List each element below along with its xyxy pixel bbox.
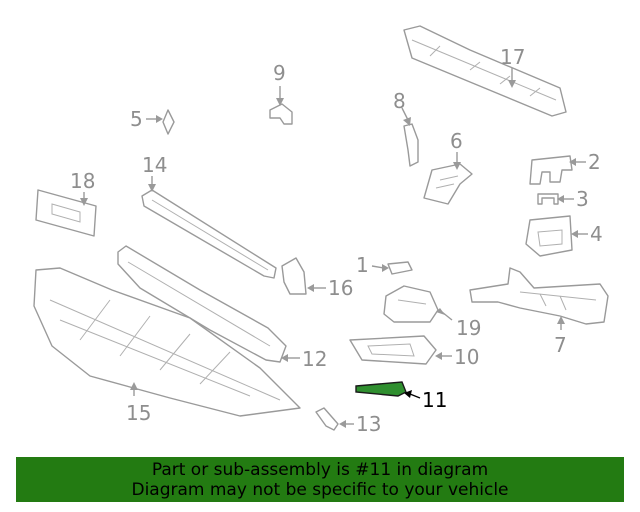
banner-line-1: Part or sub-assembly is #11 in diagram: [151, 459, 489, 480]
callout-10[interactable]: 10: [454, 345, 479, 369]
callout-14[interactable]: 14: [142, 153, 167, 177]
part-7-side-support: [469, 267, 609, 325]
part-10-fog-trim: [349, 335, 437, 365]
callout-18[interactable]: 18: [70, 169, 95, 193]
banner-line-2: Diagram may not be specific to your vehi…: [131, 479, 509, 500]
part-17-impact-bar: [403, 25, 567, 117]
callout-11[interactable]: 11: [422, 388, 447, 412]
callout-8[interactable]: 8: [393, 89, 406, 113]
callout-7[interactable]: 7: [554, 333, 567, 357]
callout-2[interactable]: 2: [588, 150, 601, 174]
part-8-bracket: [403, 123, 419, 167]
part-14-grille-trim: [141, 189, 277, 279]
callout-1[interactable]: 1: [356, 253, 369, 277]
part-11-highlighted-bracket[interactable]: [355, 381, 407, 397]
part-5-clip: [162, 109, 175, 135]
part-3-clip: [537, 193, 559, 205]
callout-19[interactable]: 19: [456, 316, 481, 340]
callout-5[interactable]: 5: [130, 107, 143, 131]
part-2-bracket: [529, 155, 573, 185]
callout-13[interactable]: 13: [356, 412, 381, 436]
part-18-emblem: [35, 189, 97, 237]
callout-17[interactable]: 17: [500, 45, 525, 69]
part-12-lower-grille: [117, 245, 287, 363]
part-13-clip: [315, 407, 339, 431]
part-15-underbody-shield: [33, 267, 301, 417]
parts-diagram: 17 9 5 8 6 2 3 4 18: [33, 25, 609, 436]
info-banner: Part or sub-assembly is #11 in diagram D…: [16, 457, 624, 502]
callout-4[interactable]: 4: [590, 222, 603, 246]
part-6-bracket: [423, 163, 473, 205]
part-1-cap: [387, 261, 413, 275]
part-4-cover: [525, 215, 573, 257]
callout-12[interactable]: 12: [302, 347, 327, 371]
callout-16[interactable]: 16: [328, 276, 353, 300]
callout-3[interactable]: 3: [576, 187, 589, 211]
callout-15[interactable]: 15: [126, 401, 151, 425]
callout-6[interactable]: 6: [450, 129, 463, 153]
part-16-bracket: [281, 257, 307, 295]
part-9-bracket: [269, 103, 293, 125]
part-19-bracket: [383, 285, 439, 323]
callout-9[interactable]: 9: [273, 61, 286, 85]
